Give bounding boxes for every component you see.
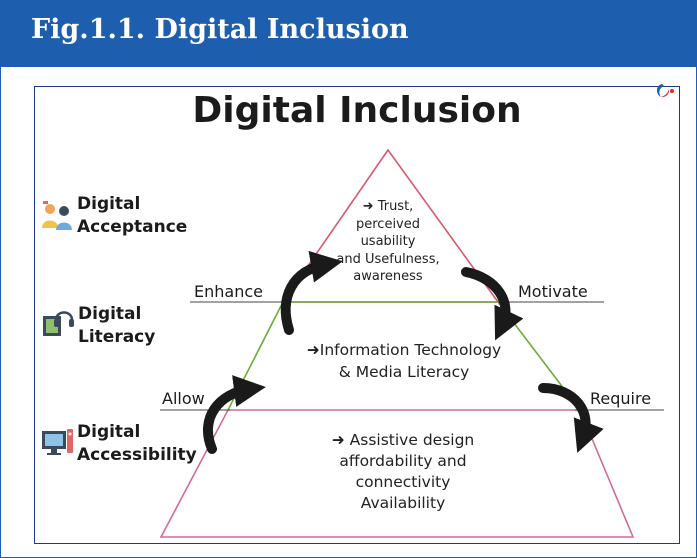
pyramid-bottom-tier (159, 409, 635, 538)
tier-top-line: ➜ Trust, (362, 199, 414, 214)
enhance-arrow (280, 250, 343, 335)
tier-bottom-line: Availability (360, 494, 446, 512)
require-arrow (538, 383, 604, 453)
motivate-arrow (461, 267, 524, 341)
tier-top-line: usability (360, 234, 416, 249)
tier-top-line: and Usefulness, (336, 251, 440, 267)
tier-middle-line: ➜Information Technology (306, 341, 502, 359)
tier-text-middle: ➜Information Technology & Media Literacy (288, 339, 520, 383)
allow-arrow (202, 375, 266, 454)
level-label-acceptance-line1: Digital (77, 194, 141, 214)
level-label-acceptance: Digital Acceptance (77, 193, 187, 239)
tier-top-line: perceived (355, 216, 420, 232)
level-label-accessibility-line2: Accessibility (77, 445, 197, 465)
level-label-literacy-line2: Literacy (78, 327, 156, 347)
computer-icon (40, 425, 74, 461)
diagram-title: Digital Inclusion (192, 90, 522, 131)
level-label-accessibility-line1: Digital (77, 422, 141, 442)
brand-logo-icon (653, 82, 677, 104)
connector-label-allow: Allow (162, 389, 205, 408)
figure-caption: Fig.1.1. Digital Inclusion (31, 14, 409, 45)
level-label-accessibility: Digital Accessibility (77, 421, 197, 467)
connector-label-require: Require (590, 389, 652, 408)
tier-bottom-line: connectivity (355, 473, 451, 491)
tier-top-line: awareness (353, 269, 423, 284)
level-label-literacy-line1: Digital (78, 304, 142, 324)
tier-bottom-line: affordability and (339, 452, 467, 470)
tier-bottom-line: ➜ Assistive design (331, 431, 475, 449)
tier-middle-line: & Media Literacy (338, 363, 470, 381)
connector-label-enhance: Enhance (194, 282, 263, 301)
connector-label-motivate: Motivate (518, 282, 588, 301)
people-icon (40, 200, 74, 236)
tier-text-top: ➜ Trust, perceived usability and Usefuln… (318, 198, 458, 286)
level-label-literacy: Digital Literacy (78, 303, 155, 349)
headphones-book-icon (40, 306, 74, 344)
diagram-box (34, 86, 680, 544)
tier-text-bottom: ➜ Assistive design affordability and con… (313, 430, 493, 514)
level-label-acceptance-line2: Acceptance (77, 217, 188, 237)
figure-header: Fig.1.1. Digital Inclusion (1, 1, 696, 67)
